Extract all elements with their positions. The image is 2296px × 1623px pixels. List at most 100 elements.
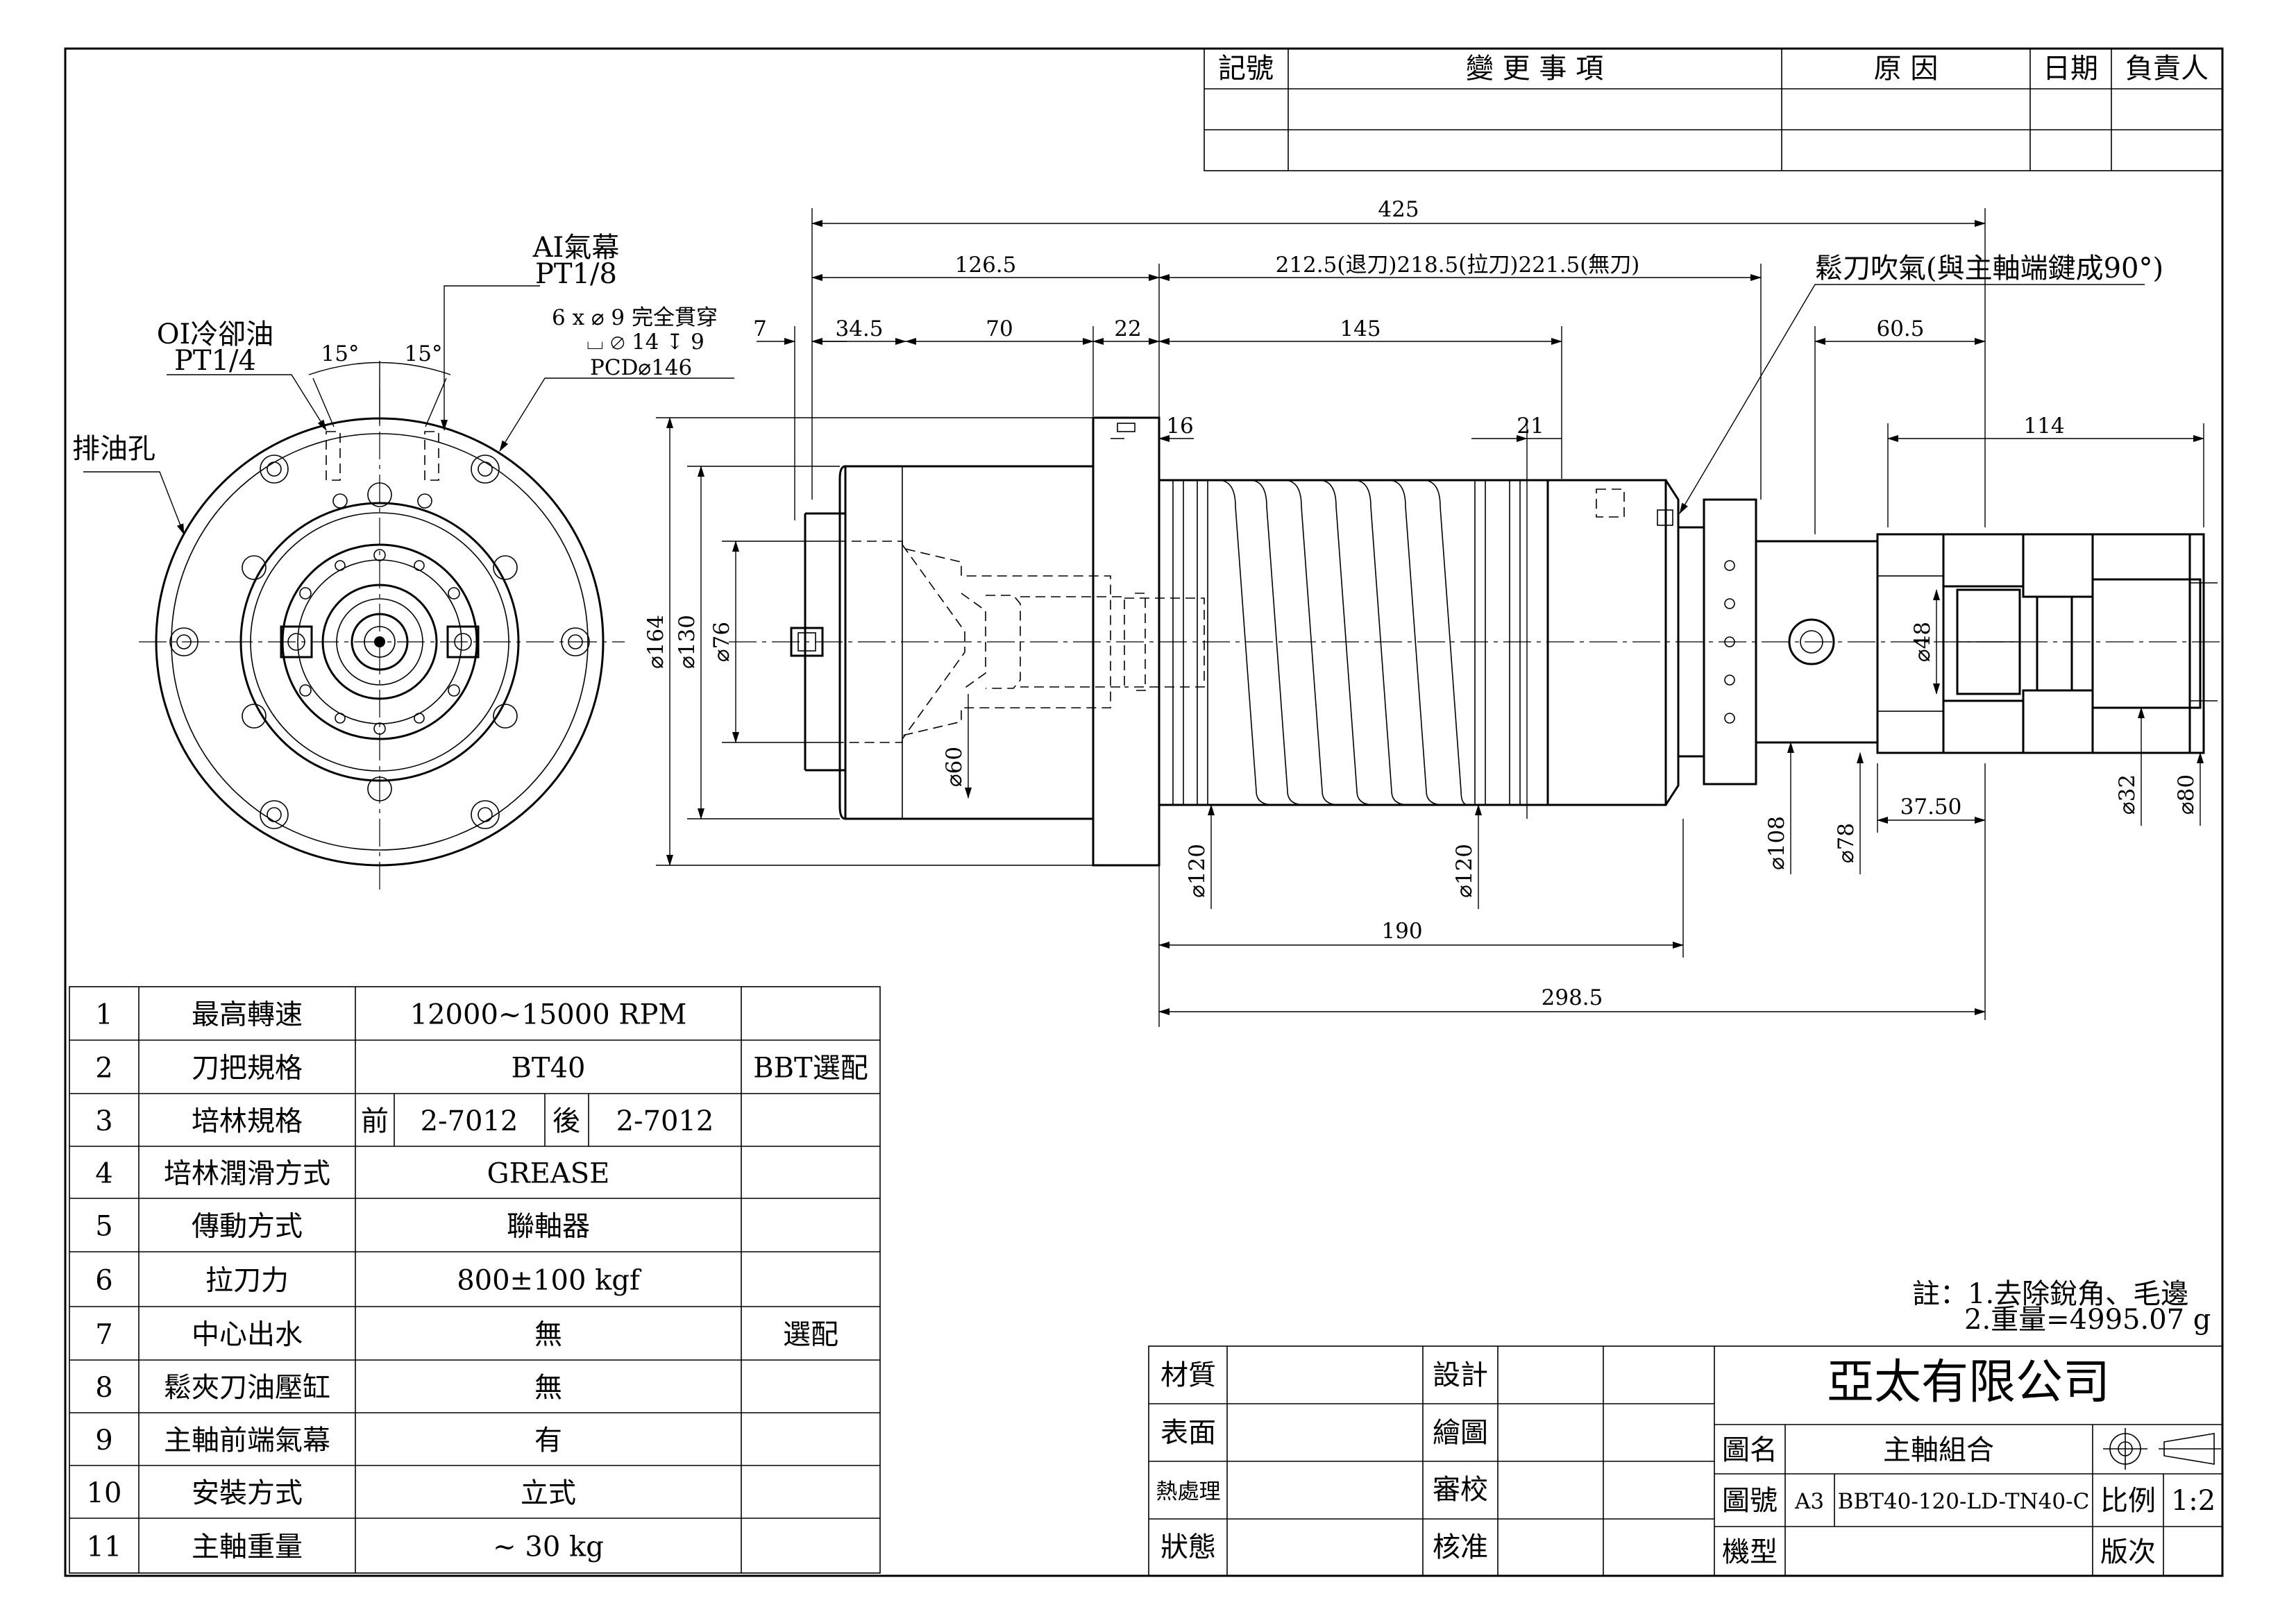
spec-row-number: 10	[87, 1477, 122, 1509]
dim-22: 22	[1114, 316, 1141, 341]
dim-212: 212.5(退刀)218.5(拉刀)221.5(無刀)	[1276, 253, 1640, 278]
spec-row-item: 拉刀力	[205, 1265, 289, 1297]
pcd-label: PCD⌀146	[590, 355, 692, 380]
spec-row-item: 培林潤滑方式	[164, 1158, 330, 1190]
dia-78: ⌀78	[1834, 823, 1859, 863]
spec-row-number: 11	[87, 1531, 122, 1563]
tb-scale-label: 比例	[2100, 1485, 2156, 1517]
spec-row-rear-value: 2-7012	[616, 1105, 714, 1137]
dia-80: ⌀80	[2174, 774, 2199, 815]
ai-thread-label: PT1/8	[535, 258, 617, 290]
rev-col-mark: 記號	[1218, 53, 1274, 85]
spec-row-value: ~ 30 kg	[493, 1531, 604, 1563]
tb-company: 亞太有限公司	[1827, 1355, 2110, 1410]
tb-scale: 1:2	[2171, 1485, 2215, 1517]
spec-row-number: 1	[95, 999, 112, 1031]
spec-row-front-value: 2-7012	[421, 1105, 518, 1137]
spec-row-item: 主軸前端氣幕	[164, 1425, 330, 1456]
release-air-label: 鬆刀吹氣(與主軸端鍵成90°)	[1815, 253, 2163, 284]
tb-heat: 熱處理	[1156, 1479, 1221, 1504]
spec-row-value: GREASE	[487, 1158, 610, 1190]
dim-114: 114	[2023, 414, 2064, 439]
spec-row-item: 主軸重量	[192, 1531, 303, 1563]
spec-row-item: 刀把規格	[192, 1053, 303, 1085]
front-angle-left: 15°	[321, 341, 360, 366]
spec-row-value: 800±100 kgf	[457, 1265, 642, 1297]
spec-row-number: 5	[95, 1211, 112, 1243]
ai-air-curtain-label: AI氣幕	[532, 232, 620, 264]
tb-surface: 表面	[1160, 1417, 1216, 1449]
oi-thread-label: PT1/4	[174, 345, 256, 377]
dia-108: ⌀108	[1764, 816, 1789, 870]
spec-row-rear-label: 後	[552, 1105, 580, 1137]
spec-row-front-label: 前	[361, 1105, 389, 1137]
spec-row-value: 無	[534, 1372, 562, 1404]
spec-row-item: 安裝方式	[192, 1477, 303, 1509]
tb-size: A3	[1794, 1489, 1824, 1514]
spec-row-item: 最高轉速	[192, 999, 303, 1031]
spec-row-item: 中心出水	[192, 1319, 303, 1351]
dia-60: ⌀60	[942, 747, 967, 787]
dia-164: ⌀164	[643, 615, 668, 669]
spec-row-value: 有	[534, 1425, 562, 1456]
spec-row-item: 培林規格	[192, 1105, 303, 1137]
spec-row-number: 9	[95, 1425, 112, 1456]
spec-row-number: 3	[95, 1105, 112, 1137]
rev-col-date: 日期	[2043, 53, 2098, 85]
dim-298: 298.5	[1542, 985, 1603, 1010]
spec-row-number: 2	[95, 1053, 112, 1085]
side-dimensions: 425 126.5 212.5(退刀)218.5(拉刀)221.5(無刀) 7 …	[643, 197, 2204, 1027]
spec-row-item: 鬆夾刀油壓缸	[164, 1372, 330, 1404]
front-angle-right: 15°	[405, 341, 443, 366]
tb-drawn: 繪圖	[1433, 1417, 1488, 1449]
spec-row-number: 4	[95, 1158, 112, 1190]
title-block: 材質 表面 熱處理 狀態 設計 繪圖 審校 核准 亞太有限公司 圖名 主軸組合 …	[1148, 1345, 2223, 1577]
tb-approve: 核准	[1433, 1531, 1488, 1563]
spec-row-value: BT40	[512, 1053, 586, 1085]
rev-col-reason: 原 因	[1874, 53, 1939, 85]
tb-state: 狀態	[1160, 1531, 1216, 1563]
dim-190: 190	[1381, 919, 1422, 944]
tb-material: 材質	[1160, 1359, 1216, 1391]
dia-130: ⌀130	[675, 615, 700, 669]
holes-spec-line2: ⌴ ⌀ 14 ↧ 9	[586, 330, 704, 355]
spec-row-value: 無	[534, 1319, 562, 1351]
dim-16: 16	[1166, 414, 1193, 439]
tb-number-label: 圖號	[1722, 1485, 1778, 1517]
tb-design: 設計	[1433, 1359, 1488, 1391]
dim-21: 21	[1517, 414, 1544, 439]
dim-60-5: 60.5	[1876, 316, 1924, 341]
spec-row-note: 選配	[783, 1319, 838, 1351]
spec-table	[69, 986, 881, 1574]
spec-row-number: 7	[95, 1319, 112, 1351]
side-view: 425 126.5 212.5(退刀)218.5(拉刀)221.5(無刀) 7 …	[643, 197, 2221, 1027]
spec-row-number: 8	[95, 1372, 112, 1404]
tb-name-label: 圖名	[1722, 1434, 1778, 1466]
dia-32: ⌀32	[2115, 774, 2140, 815]
spec-row-value: 聯軸器	[507, 1211, 590, 1243]
dim-126: 126.5	[955, 253, 1017, 278]
tb-model-label: 機型	[1722, 1536, 1778, 1568]
spec-row-number: 6	[95, 1265, 112, 1297]
note-line2: 2.重量=4995.07 g	[1964, 1304, 2211, 1336]
revision-table: 記號 變 更 事 項 原 因 日期 負責人	[1204, 48, 2223, 171]
tb-number: BBT40-120-LD-TN40-C	[1838, 1489, 2090, 1514]
rev-col-change: 變 更 事 項	[1466, 53, 1603, 85]
dim-7: 7	[753, 316, 767, 341]
projection-symbol-icon	[2103, 1428, 2221, 1470]
drawing-frame	[64, 47, 2224, 1577]
spec-row-item: 傳動方式	[192, 1211, 303, 1243]
oi-coolant-label: OI冷卻油	[157, 318, 274, 350]
dia-48: ⌀48	[1910, 622, 1935, 662]
tb-version-label: 版次	[2100, 1536, 2156, 1568]
dim-70: 70	[986, 316, 1013, 341]
front-view: 15° 15° AI氣幕 PT1/8 OI冷卻油 PT1/4 排油孔 6 x ⌀…	[72, 232, 734, 895]
spec-row-value: 12000~15000 RPM	[410, 999, 687, 1031]
dim-34: 34.5	[835, 316, 883, 341]
dim-145: 145	[1340, 316, 1381, 341]
tb-check: 審校	[1433, 1474, 1488, 1506]
note-line1: 註：1.去除銳角、毛邊	[1912, 1278, 2188, 1310]
dim-37: 37.50	[1900, 794, 1962, 819]
